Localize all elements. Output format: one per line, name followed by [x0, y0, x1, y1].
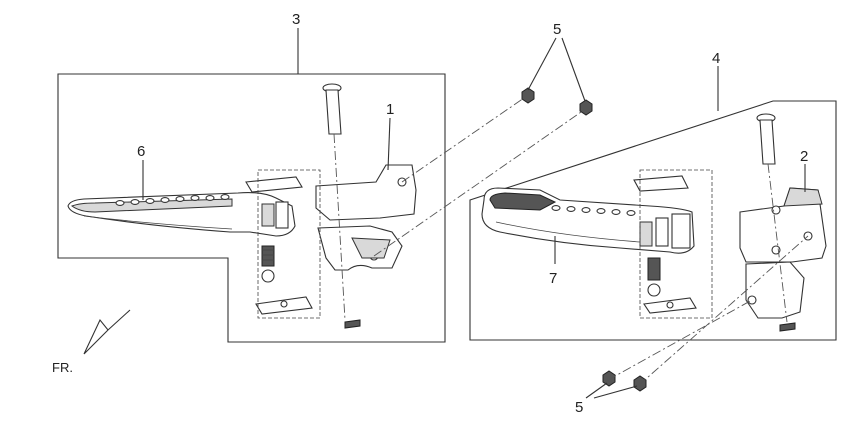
right-bracket	[739, 187, 827, 319]
left-bracket	[315, 164, 417, 271]
nut-top-left	[521, 87, 535, 104]
right-assembly-frame	[469, 100, 837, 341]
front-label: FR.	[52, 360, 73, 375]
right-pivot-pin	[756, 113, 776, 165]
left-pivot-pin	[322, 83, 342, 135]
callout-6: 6	[137, 143, 145, 160]
left-detent-ball	[261, 269, 275, 283]
left-pad-upper	[245, 176, 303, 193]
callout-5-bottom: 5	[575, 399, 583, 416]
right-clip	[779, 322, 796, 332]
assembly-lines	[257, 97, 809, 386]
nut-top-right	[579, 99, 593, 116]
front-arrow-icon	[83, 309, 131, 355]
left-footpeg	[67, 192, 296, 237]
right-spring	[647, 257, 661, 281]
left-assembly-frame	[57, 73, 446, 343]
callout-1: 1	[386, 101, 394, 118]
nut-bottom-right	[633, 375, 647, 392]
front-direction-indicator: FR.	[52, 309, 131, 375]
nut-bottom-left	[602, 370, 616, 387]
callout-4: 4	[712, 50, 720, 67]
callout-7: 7	[549, 270, 557, 287]
callout-2: 2	[800, 148, 808, 165]
callout-3: 3	[292, 11, 300, 28]
right-pad-upper	[633, 175, 689, 192]
leader-lines	[142, 28, 806, 399]
right-footpeg-studs	[551, 205, 636, 216]
left-clip	[344, 319, 361, 329]
right-footpeg	[481, 187, 695, 254]
right-detent-ball	[647, 283, 661, 297]
callout-5-top: 5	[553, 21, 561, 38]
footpeg-studs	[115, 194, 230, 206]
left-spring	[261, 245, 275, 267]
